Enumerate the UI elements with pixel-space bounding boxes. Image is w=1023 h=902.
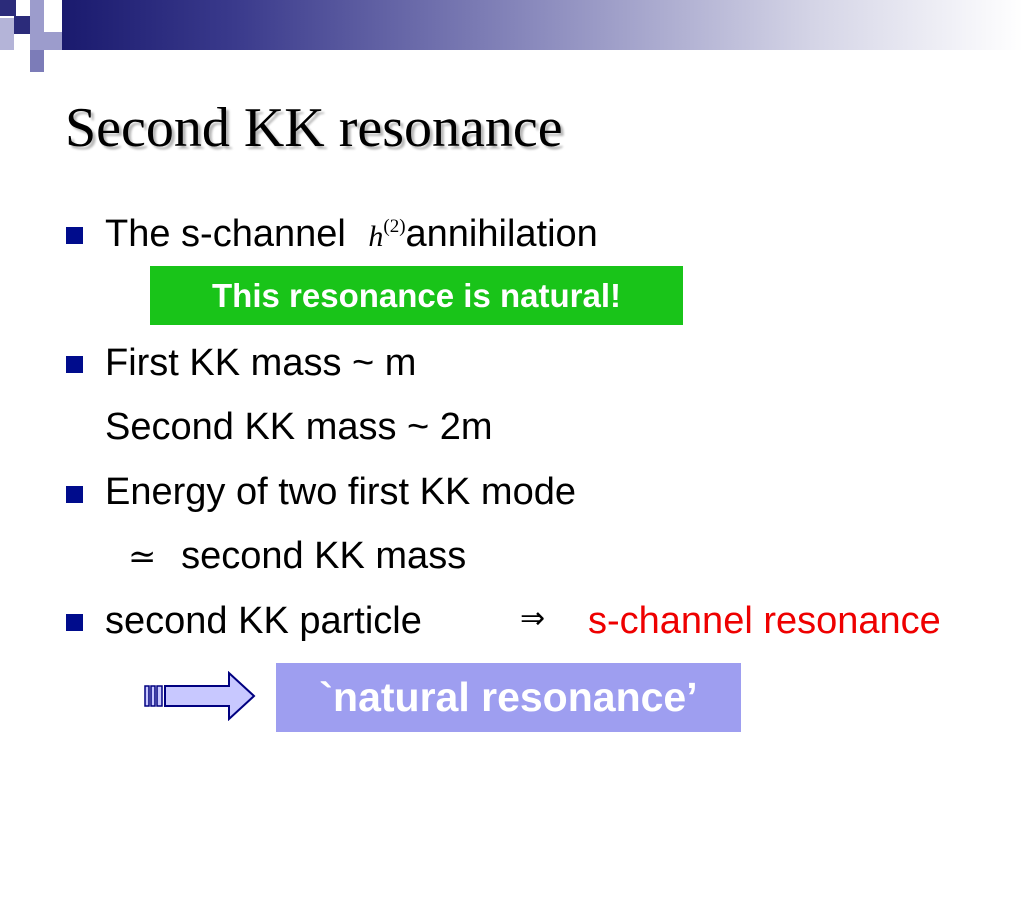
bullet-2-line-1: First KK mass ~ m	[105, 342, 417, 384]
bullet-3-line-2-text: second KK mass	[181, 535, 467, 577]
header-square	[14, 16, 30, 34]
header-square	[30, 50, 44, 72]
bullet-square-icon	[66, 486, 83, 503]
natural-callout-box: This resonance is natural!	[150, 266, 683, 325]
bullet-3-line-1: Energy of two first KK mode	[105, 471, 576, 513]
conclusion-box: `natural resonance’	[276, 663, 741, 732]
right-arrow-icon	[144, 671, 256, 721]
bullet-square-icon	[66, 227, 83, 244]
bullet-1-prefix: The s-channel	[105, 213, 346, 255]
bullet-1-text: The s-channel h(2)annihilation	[105, 215, 598, 253]
math-superscript: (2)	[383, 216, 406, 237]
header-square	[44, 0, 62, 32]
bullet-3-line-2: ≃ second KK mass	[128, 537, 466, 575]
bullet-2-line-2: Second KK mass ~ 2m	[105, 406, 493, 448]
approx-equal-icon: ≃	[128, 537, 157, 577]
math-h: h	[368, 220, 384, 253]
header-square	[16, 0, 32, 16]
bullet-4-text: second KK particle	[105, 600, 422, 642]
bullet-square-icon	[66, 356, 83, 373]
natural-callout-text: This resonance is natural!	[212, 276, 621, 314]
slide-title: Second KK resonance	[65, 97, 563, 159]
implies-arrow-icon: ⇒	[520, 601, 546, 636]
conclusion-text: `natural resonance’	[319, 674, 698, 720]
header-square	[0, 0, 16, 16]
header-gradient-bar	[62, 0, 1023, 50]
bullet-square-icon	[66, 614, 83, 631]
bullet-4-result: s-channel resonance	[588, 600, 941, 642]
header-square	[0, 18, 14, 50]
bullet-1-suffix: annihilation	[405, 213, 598, 255]
